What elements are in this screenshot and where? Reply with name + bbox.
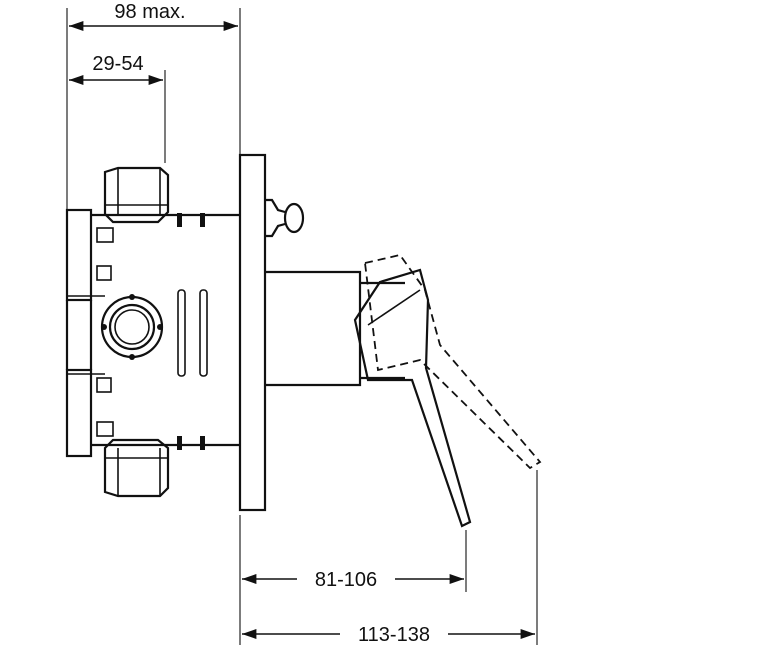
side-outlet-fitting (100, 294, 164, 360)
valve-body (65, 208, 240, 458)
dimension-98-max: 98 max. (66, 1, 241, 215)
mixer-housing (265, 270, 405, 387)
dimension-113-138: 113-138 (241, 470, 538, 646)
dimension-label-98-max: 98 max. (114, 1, 185, 23)
diverter-knob (265, 198, 305, 238)
lever-handle (353, 268, 472, 528)
top-connector-nut (103, 166, 170, 224)
cover-plate (238, 153, 267, 512)
dimension-label-29-54: 29-54 (92, 53, 143, 75)
dimension-81-106: 81-106 (239, 515, 467, 645)
dimension-label-81-106: 81-106 (315, 569, 377, 591)
bottom-connector-nut (103, 438, 170, 498)
dimension-29-54: 29-54 (69, 53, 166, 163)
dimension-label-113-138: 113-138 (358, 624, 430, 646)
lever-alternate-position (364, 253, 542, 470)
